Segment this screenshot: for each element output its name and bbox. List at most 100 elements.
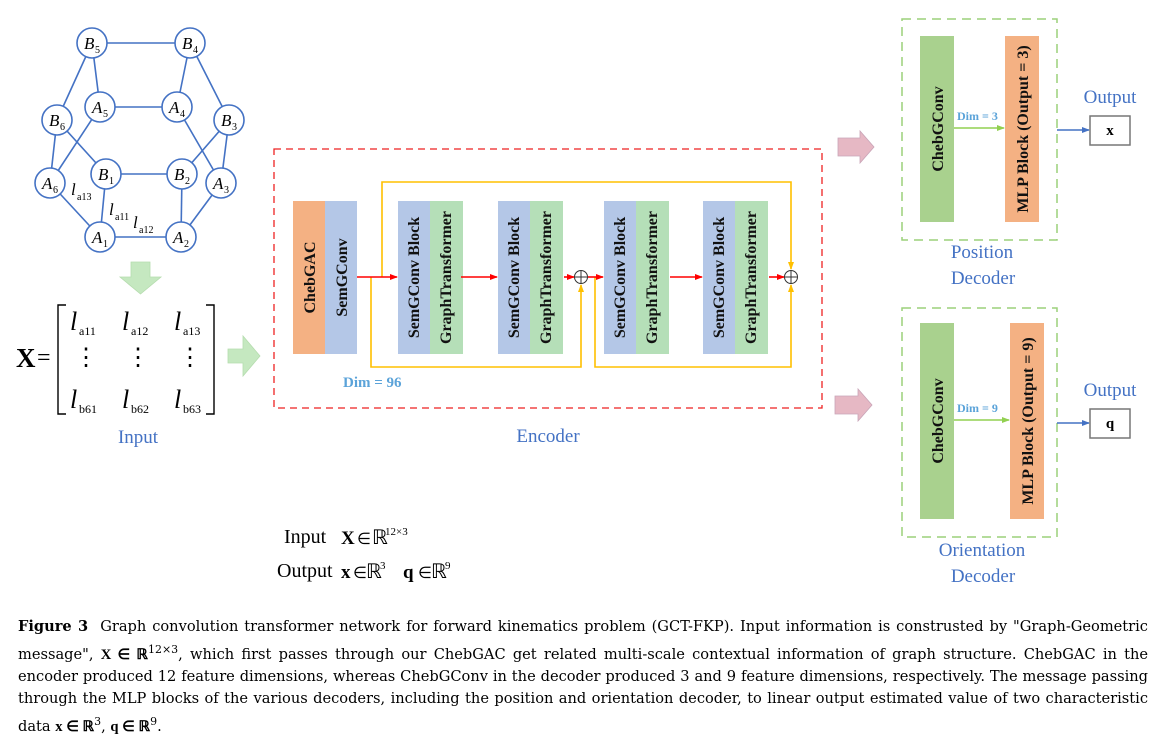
matrix-l: l bbox=[122, 307, 129, 336]
mlp-block-label: MLP Block (Output = 9) bbox=[1020, 337, 1037, 504]
node-circle bbox=[90, 158, 122, 190]
mlp-block bbox=[1005, 36, 1039, 222]
node-subscript: 1 bbox=[103, 239, 108, 250]
node-circle bbox=[34, 167, 66, 199]
legend-input-symbol: X bbox=[341, 528, 355, 549]
node-circle bbox=[161, 91, 193, 123]
left-bracket bbox=[57, 304, 66, 415]
matrix-ellipsis: ⋮ bbox=[178, 345, 202, 371]
output-label: Output bbox=[1084, 87, 1138, 108]
decoder-border bbox=[901, 18, 1058, 241]
graph-edges bbox=[49, 42, 230, 238]
edge-label-la12: l a12 bbox=[133, 213, 153, 236]
encoder-dim-label: Dim = 96 bbox=[343, 375, 402, 391]
node-circle bbox=[84, 91, 116, 123]
legend-input-exp: 12×3 bbox=[385, 526, 408, 538]
semgconv-block bbox=[398, 201, 430, 354]
legend-out2-exp: 9 bbox=[445, 560, 451, 572]
legend-real-space: ℝ bbox=[372, 527, 388, 549]
semgconv-block bbox=[498, 201, 530, 354]
node-subscript: 5 bbox=[103, 109, 108, 120]
caption-separator: , bbox=[101, 717, 111, 735]
node-subscript: 6 bbox=[53, 185, 58, 196]
graph-transformer-block bbox=[430, 201, 463, 354]
skip-top bbox=[381, 181, 794, 277]
node-subscript: 4 bbox=[180, 109, 185, 120]
caption-math-exp: 9 bbox=[150, 714, 158, 728]
to-position-decoder-arrow-icon bbox=[837, 129, 875, 165]
edge-label-sub: a11 bbox=[115, 212, 129, 223]
caption-math: q ∈ ℝ bbox=[110, 718, 151, 735]
down-arrow-icon bbox=[118, 261, 163, 295]
node-circle bbox=[205, 167, 237, 199]
encoder-label: Encoder bbox=[516, 426, 580, 447]
caption-math: x ∈ ℝ bbox=[55, 718, 95, 735]
matrix-symbol: X bbox=[16, 343, 36, 373]
graph-transformer-block bbox=[735, 201, 768, 354]
node-circle bbox=[213, 104, 245, 136]
matrix-cell: ⋮ bbox=[178, 345, 202, 371]
figure-label: Figure 3 bbox=[18, 618, 89, 635]
edge-label-sub: a12 bbox=[139, 225, 153, 236]
node-letter: B bbox=[84, 34, 95, 53]
skip-bottom-2 bbox=[594, 277, 794, 368]
decoder-label-line1: Orientation bbox=[939, 540, 1026, 561]
edge-label-l: l bbox=[71, 180, 76, 199]
node-letter: B bbox=[221, 111, 232, 130]
mlp-block bbox=[1010, 323, 1044, 519]
graph-transformer-block bbox=[530, 201, 563, 354]
node-subscript: 5 bbox=[95, 45, 100, 56]
decoder-dim-label: Dim = 3 bbox=[957, 109, 998, 123]
chebgac-block bbox=[293, 201, 325, 354]
semgconv-block-label: SemGConv Block bbox=[711, 217, 728, 338]
node-letter: A bbox=[212, 174, 224, 193]
edge-label-sub: a13 bbox=[77, 192, 91, 203]
matrix-cell: ⋮ bbox=[74, 345, 98, 371]
caption-math-exp: 3 bbox=[94, 714, 102, 728]
matrix-sub: a11 bbox=[79, 324, 96, 338]
matrix-ellipsis: ⋮ bbox=[126, 345, 150, 371]
edge-label-la13: l a13 bbox=[71, 180, 91, 203]
node-letter: B bbox=[49, 111, 60, 130]
input-label: Input bbox=[118, 427, 159, 448]
output-box bbox=[1089, 408, 1131, 439]
legend-in-symbol: ∈ bbox=[353, 565, 367, 582]
chebgconv-block bbox=[920, 36, 954, 222]
legend-in-symbol: ∈ bbox=[357, 531, 371, 548]
matrix-sub: b63 bbox=[183, 402, 201, 416]
to-orientation-decoder-arrow-icon bbox=[834, 387, 873, 423]
matrix-l: l bbox=[122, 385, 129, 414]
matrix-sub: a12 bbox=[131, 324, 148, 338]
node-circle bbox=[165, 221, 197, 253]
chebgconv-label: ChebGConv bbox=[930, 378, 947, 463]
matrix-sub: a13 bbox=[183, 324, 200, 338]
legend-input-word: Input bbox=[284, 526, 327, 548]
sum-node-2 bbox=[784, 270, 798, 284]
legend-real-space: ℝ bbox=[431, 561, 447, 583]
node-letter: A bbox=[168, 98, 180, 117]
node-letter: A bbox=[41, 174, 53, 193]
node-circle bbox=[76, 27, 108, 59]
node-letter: B bbox=[98, 165, 109, 184]
caption-math-exp: 12×3 bbox=[147, 642, 179, 656]
legend-in-symbol: ∈ bbox=[418, 565, 432, 582]
node-subscript: 6 bbox=[60, 122, 65, 133]
chebgac-label: ChebGAC bbox=[302, 241, 319, 313]
